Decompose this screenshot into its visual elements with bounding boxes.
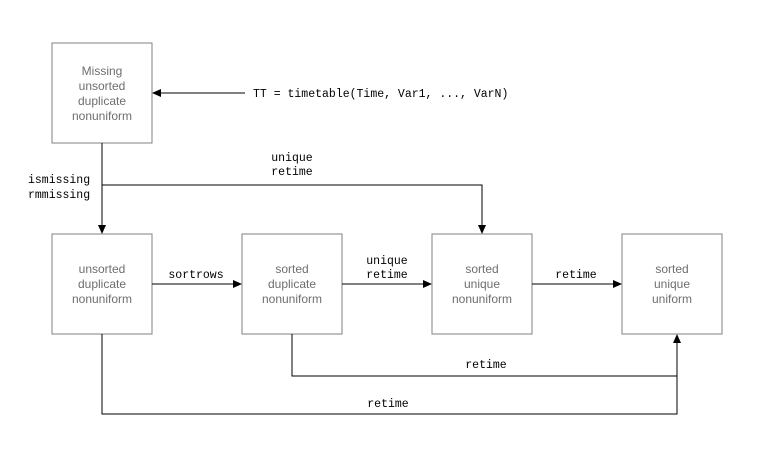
arrow-top-to-box3-head: [478, 225, 486, 234]
mid-retime-label: retime: [366, 269, 408, 282]
retime-box3-box4-label: retime: [555, 269, 597, 282]
box2-line-3: nonuniform: [262, 292, 322, 306]
arrow-into-box4-head: [673, 334, 681, 343]
retime-box2-box4-label: retime: [465, 359, 507, 372]
box1-line-1: unsorted: [79, 262, 126, 276]
arrow-box3-to-box4-head: [613, 280, 622, 288]
box-top-line-3: duplicate: [78, 94, 126, 108]
arrow-top-to-box3-line: [102, 184, 483, 226]
box4-line-2: unique: [654, 277, 690, 291]
box-missing-unsorted-duplicate-nonuniform: [51, 42, 153, 144]
box-unsorted-duplicate-nonuniform: [51, 233, 153, 335]
top-unique-label: unique: [271, 152, 313, 165]
box3-line-1: sorted: [465, 262, 498, 276]
box2-line-2: duplicate: [268, 277, 316, 291]
arrow-top-to-box1-head: [98, 225, 106, 234]
box-sorted-unique-uniform: [621, 233, 723, 335]
box1-line-2: duplicate: [78, 277, 126, 291]
box2-line-1: sorted: [275, 262, 308, 276]
sortrows-label: sortrows: [168, 269, 223, 282]
box-sorted-duplicate-nonuniform: [241, 233, 343, 335]
timetable-call-label: TT = timetable(Time, Var1, ..., VarN): [253, 88, 508, 101]
arrow-timetable-to-top-head: [152, 89, 161, 97]
box-top-line-1: Missing: [82, 64, 123, 78]
box4-line-1: sorted: [655, 262, 688, 276]
arrow-box1-to-box2-head: [233, 280, 242, 288]
arrow-box2-to-box3-head: [423, 280, 432, 288]
box3-line-2: unique: [464, 277, 500, 291]
mid-unique-label: unique: [366, 255, 408, 268]
box-top-line-2: unsorted: [79, 79, 126, 93]
top-retime-label: retime: [271, 166, 313, 179]
box1-line-3: nonuniform: [72, 292, 132, 306]
ismissing-label: ismissing: [28, 174, 90, 187]
arrow-box1-to-box4-line: [101, 334, 678, 415]
box-top-line-4: nonuniform: [72, 109, 132, 123]
box3-line-3: nonuniform: [452, 292, 512, 306]
retime-box1-box4-label: retime: [367, 398, 409, 411]
rmmissing-label: rmmissing: [28, 189, 90, 202]
box4-line-3: uniform: [652, 292, 692, 306]
arrow-box2-to-box4-line: [291, 334, 677, 377]
